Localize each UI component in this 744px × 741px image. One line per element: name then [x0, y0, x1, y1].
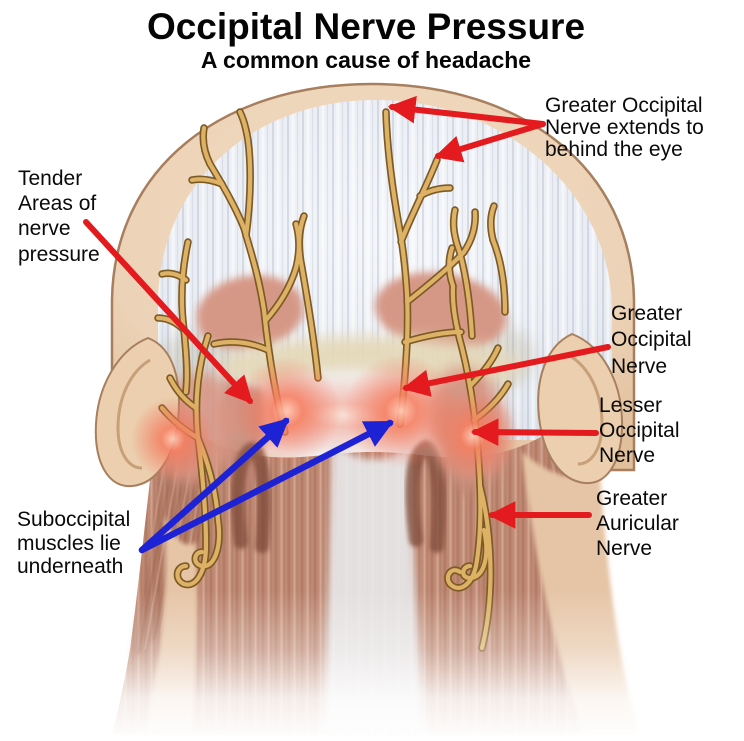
- arrow-greater-occipital-top-2: [434, 121, 546, 163]
- arrow-greater-occipital-top-1: [387, 95, 546, 127]
- tender-spot-far-left: [131, 397, 215, 481]
- arrow-tender-areas: [83, 219, 253, 405]
- label-greater-auricular-nerve: Greater Auricular Nerve: [596, 487, 679, 560]
- occipitalis-muscle-left: [196, 275, 304, 351]
- page-subtitle: A common cause of headache: [200, 46, 532, 73]
- label-lesser-occipital-nerve: Lesser Occipital Nerve: [599, 394, 680, 467]
- page-title: Occipital Nerve Pressure: [146, 6, 586, 47]
- label-suboccipital-muscles: Suboccipital muscles lie underneath: [17, 508, 131, 579]
- arrow-lesser-occipital: [470, 418, 599, 446]
- bottom-fade: [0, 590, 744, 741]
- arrow-suboccipital-1: [138, 417, 290, 554]
- right-ear: [537, 332, 624, 485]
- arrow-greater-occipital-right: [401, 344, 611, 397]
- arrow-suboccipital-2: [138, 419, 394, 554]
- label-tender-areas: Tender Areas of nerve pressure: [18, 167, 100, 266]
- header: Occipital Nerve Pressure A common cause …: [0, 6, 732, 73]
- tender-spot-far-right: [428, 391, 518, 481]
- label-greater-occipital-extends: Greater Occipital Nerve extends to behin…: [545, 94, 704, 162]
- label-greater-occipital-nerve: Greater Occipital Nerve: [611, 302, 692, 378]
- tender-spot-left: [233, 357, 341, 465]
